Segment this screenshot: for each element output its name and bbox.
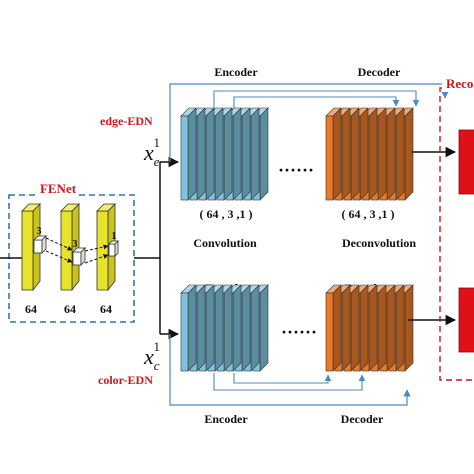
reconstruction-layer-bottom xyxy=(458,287,474,353)
fenet-block: FENet xyxy=(0,181,135,323)
edge-encoder-stack xyxy=(180,107,269,201)
color-input-symbol: xc1 xyxy=(143,339,160,373)
fenet-kernel-2 xyxy=(72,247,86,266)
edge-edn-branch: edge-EDN xe1 Encoder Decoder ······ ( 64… xyxy=(100,63,457,250)
color-inner-skips xyxy=(213,373,366,391)
edge-deconv-params: ( 64 , 3 ,1 ) xyxy=(342,207,395,221)
reconstruction-label: Reco xyxy=(446,76,473,91)
fenet-feature-map-2 xyxy=(60,203,80,292)
edge-inner-skips xyxy=(213,90,420,108)
color-decoder-bottom-label: Decoder xyxy=(341,412,384,426)
fenet-title: FENet xyxy=(40,181,77,196)
fenet-kernel-label-3: 1 xyxy=(112,231,117,242)
edge-conv-caption: Convolution xyxy=(193,236,257,250)
fenet-feature-map-3 xyxy=(96,203,116,292)
fenet-channel-label-2: 64 xyxy=(64,302,76,316)
color-decoder-slab-1 xyxy=(325,284,342,372)
edge-encoder-slab-1 xyxy=(180,107,197,201)
fenet-kernel-label-1: 3 xyxy=(37,226,42,237)
edge-conv-params: ( 64 , 3 ,1 ) xyxy=(200,207,253,221)
reconstruction-block: Reco xyxy=(439,74,474,381)
color-decoder-stack xyxy=(325,284,414,372)
edge-decoder-slab-1 xyxy=(325,107,342,201)
color-edn-label: color-EDN xyxy=(98,373,153,387)
color-encoder-slab-1 xyxy=(180,284,197,372)
color-ellipsis: ······ xyxy=(281,322,317,342)
color-encoder-stack xyxy=(180,284,269,372)
fenet-kernel-3 xyxy=(108,240,119,257)
reconstruction-layer-top xyxy=(458,129,474,195)
fenet-channel-label-3: 64 xyxy=(100,302,112,316)
edge-ellipsis: ······ xyxy=(278,160,314,180)
edge-edn-label: edge-EDN xyxy=(100,114,153,128)
fenet-connectors xyxy=(45,237,109,264)
color-encoder-bottom-label: Encoder xyxy=(204,412,248,426)
edge-decoder-stack xyxy=(325,107,414,201)
fenet-kernel-1 xyxy=(33,235,47,254)
edge-encoder-label: Encoder xyxy=(214,65,258,79)
fenet-kernel-label-2: 3 xyxy=(73,239,78,250)
edge-input-symbol: xe1 xyxy=(143,135,160,169)
edge-deconv-caption: Deconvolution xyxy=(342,236,416,250)
fenet-channel-label-1: 64 xyxy=(25,302,37,316)
color-outer-skip xyxy=(169,334,411,406)
edge-decoder-label: Decoder xyxy=(358,65,401,79)
branch-split-lines xyxy=(134,156,180,340)
color-edn-branch: xc1 color-EDN Encoder Decoder Encoder De… xyxy=(98,281,457,426)
